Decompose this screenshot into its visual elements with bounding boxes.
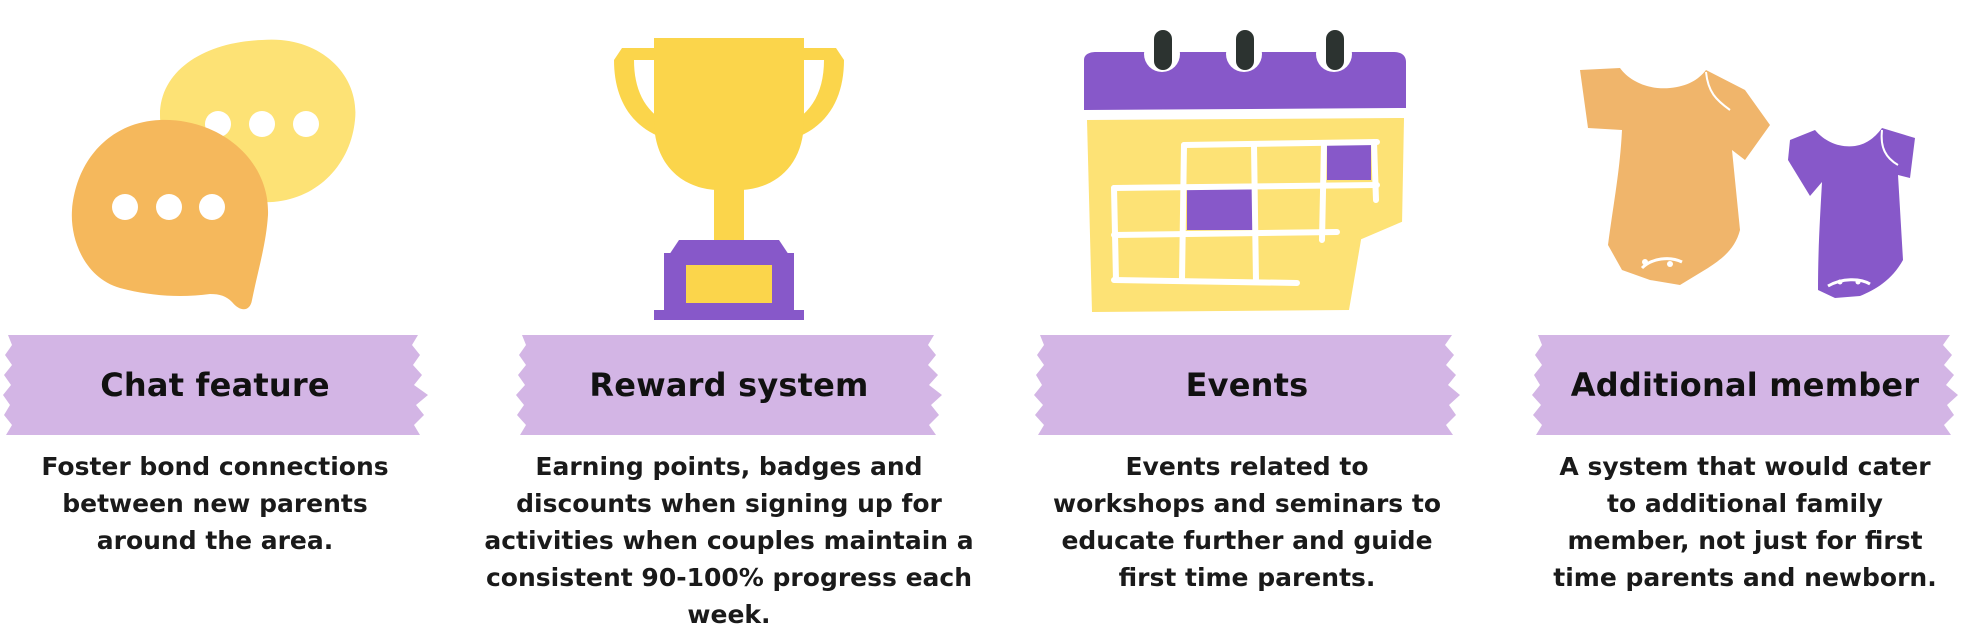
feature-title: Events — [1185, 366, 1309, 404]
banner-chat: Chat feature — [0, 335, 430, 435]
feature-description: Events related to workshops and seminars… — [1053, 452, 1441, 592]
feature-additional-member: Additional member A system that would ca… — [1530, 0, 1960, 601]
feature-description: Foster bond connections between new pare… — [41, 452, 389, 555]
feature-description: A system that would cater to additional … — [1553, 452, 1937, 592]
feature-reward: Reward system Earning points, badges and… — [484, 0, 974, 629]
feature-description: Earning points, badges and discounts whe… — [484, 452, 974, 629]
trophy-icon — [614, 38, 844, 320]
banner-events: Events — [1032, 335, 1462, 435]
feature-title: Additional member — [1570, 366, 1920, 404]
feature-events: Events Events related to workshops and s… — [1032, 0, 1462, 601]
feature-chat: Chat feature Foster bond connections bet… — [0, 0, 430, 601]
torn-tape-banner — [1034, 335, 1460, 435]
torn-tape-banner — [516, 335, 942, 435]
torn-tape-banner — [1532, 335, 1958, 435]
feature-title: Reward system — [589, 366, 869, 404]
torn-tape-banner — [3, 335, 428, 435]
banner-additional-member: Additional member — [1530, 335, 1960, 435]
baby-onesies-icon — [1580, 68, 1915, 298]
feature-title: Chat feature — [100, 366, 330, 404]
calendar-icon — [1084, 30, 1407, 312]
banner-reward: Reward system — [514, 335, 944, 435]
chat-bubbles-icon — [71, 39, 356, 310]
